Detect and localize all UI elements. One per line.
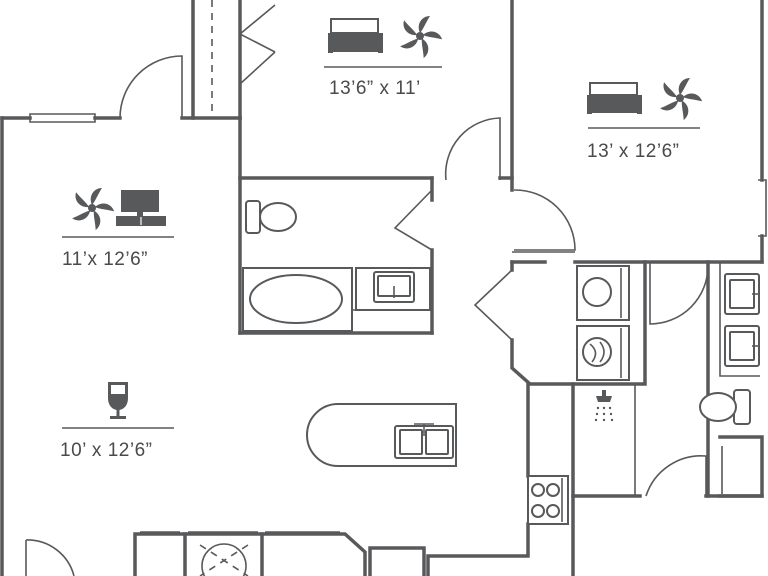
wine-glass-icon xyxy=(108,382,128,419)
shower-icon xyxy=(594,390,614,422)
bedroom-top-dimension: 13’6” x 11’ xyxy=(329,78,421,99)
tub-icon xyxy=(242,267,353,332)
living-dimension: 11’x 12’6” xyxy=(62,249,148,270)
sink-icon xyxy=(394,423,454,459)
tv-icon xyxy=(116,190,166,226)
toilet-icon xyxy=(245,200,297,234)
washer-icon xyxy=(576,265,630,321)
sink-icon xyxy=(724,273,760,367)
bedroom-right-dimension: 13’ x 12’6” xyxy=(587,141,679,162)
fan-icon xyxy=(660,78,703,121)
doors xyxy=(25,0,709,576)
fan-icon xyxy=(400,16,443,59)
bed-icon xyxy=(328,18,383,53)
sink-icon xyxy=(355,267,431,311)
pantry-fixture xyxy=(199,543,249,576)
bed-icon xyxy=(587,82,642,114)
stove-icon xyxy=(527,475,569,525)
fan-icon xyxy=(72,188,115,231)
dining-dimension: 10’ x 12’6” xyxy=(60,440,152,461)
toilet-icon xyxy=(699,389,751,425)
dryer-icon xyxy=(576,325,630,381)
